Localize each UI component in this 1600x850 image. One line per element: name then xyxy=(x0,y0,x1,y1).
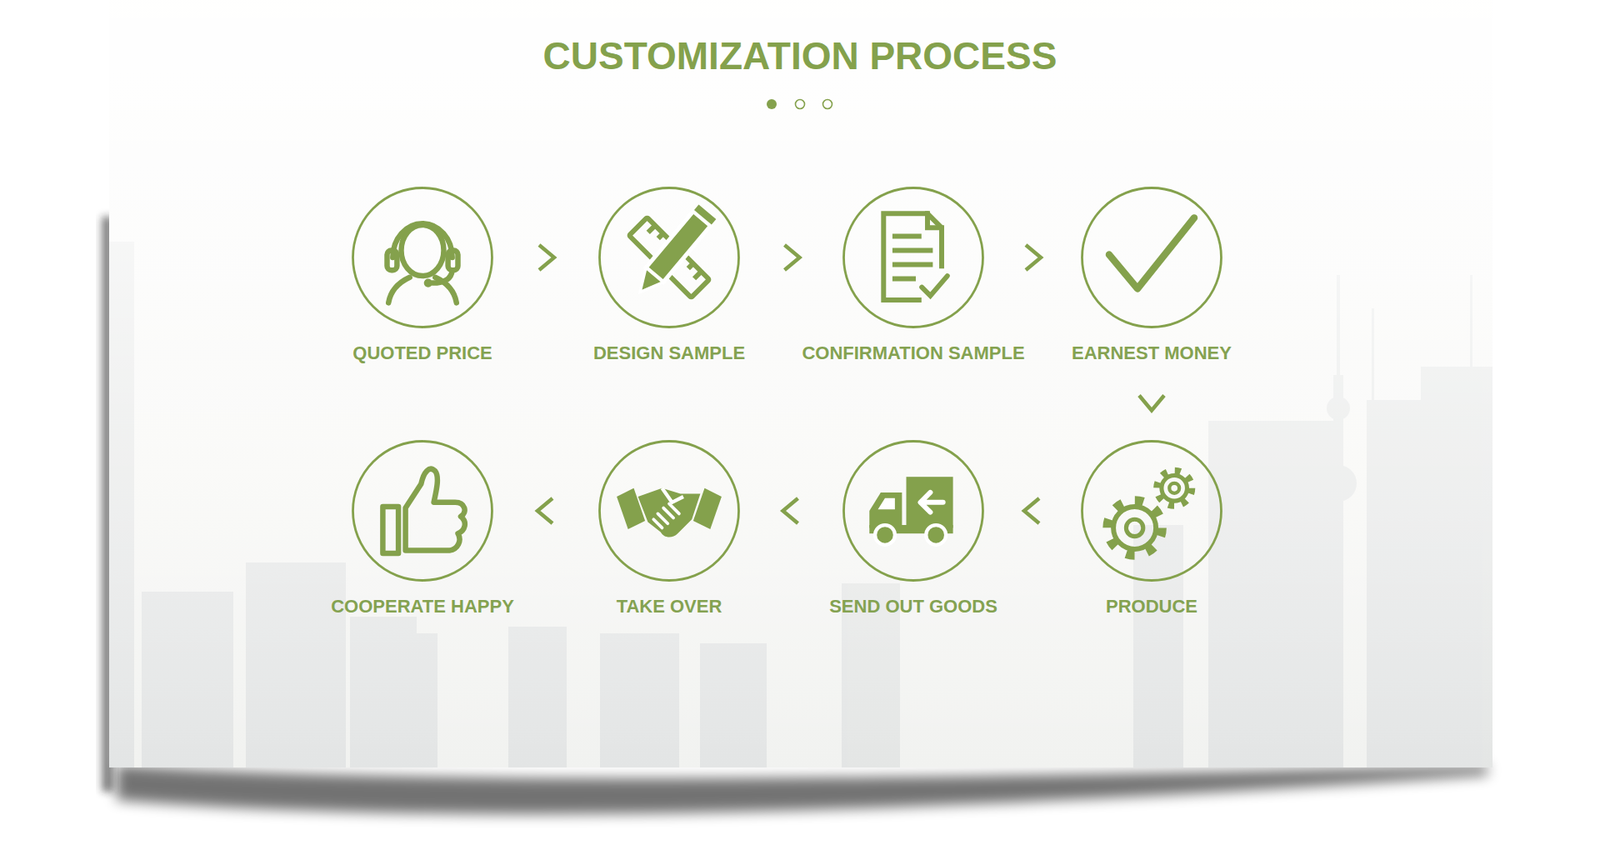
step-label: EARNEST MONEY xyxy=(1066,342,1237,365)
flow-arrow xyxy=(984,257,1081,259)
flow-arrow xyxy=(493,257,599,259)
pencil-ruler-icon xyxy=(598,186,740,329)
process-step: PRODUCE xyxy=(1075,440,1228,618)
circle-outline xyxy=(351,186,494,329)
flow-arrow xyxy=(740,510,843,512)
diagram-title: CUSTOMIZATION PROCESS xyxy=(0,34,1600,78)
truck-icon xyxy=(842,440,985,582)
process-step: COOPERATE HAPPY xyxy=(325,440,520,618)
flow-arrow xyxy=(1150,364,1152,440)
step-label: PRODUCE xyxy=(1075,595,1228,618)
circle-outline xyxy=(351,440,494,582)
circle-outline xyxy=(1080,186,1223,329)
circle-outline xyxy=(1080,440,1223,582)
circle-outline xyxy=(353,441,493,581)
sky-fade xyxy=(109,0,1493,768)
step-label: DESIGN SAMPLE xyxy=(588,342,750,365)
step-label: TAKE OVER xyxy=(593,595,745,618)
flow-arrow xyxy=(984,510,1081,512)
step-label: CONFIRMATION SAMPLE xyxy=(796,342,1030,365)
document-check-icon xyxy=(842,186,985,329)
step-circle xyxy=(1080,440,1223,582)
step-circle xyxy=(1080,186,1223,329)
flow-arrow xyxy=(493,510,599,512)
thumbs-up-icon xyxy=(351,440,494,582)
circle-outline xyxy=(1081,188,1221,328)
gears-icon xyxy=(1080,440,1223,582)
step-circle xyxy=(842,186,985,329)
circle-outline xyxy=(844,441,984,581)
process-step: QUOTED PRICE xyxy=(346,186,499,365)
process-step: SEND OUT GOODS xyxy=(824,440,1003,618)
circle-outline xyxy=(842,186,985,329)
paper-sheet xyxy=(109,0,1493,768)
process-step: CONFIRMATION SAMPLE xyxy=(796,186,1030,365)
circle-outline xyxy=(1082,441,1222,581)
headset-icon xyxy=(351,186,494,329)
circle-outline xyxy=(600,441,740,581)
step-circle xyxy=(598,440,740,582)
flow-arrow xyxy=(740,257,843,259)
pager-dots xyxy=(766,99,833,110)
process-step: DESIGN SAMPLE xyxy=(588,186,750,365)
step-circle xyxy=(842,440,985,582)
step-label: QUOTED PRICE xyxy=(346,342,499,365)
step-circle xyxy=(351,186,494,329)
circle-outline xyxy=(844,188,984,328)
checkmark-icon xyxy=(1080,186,1223,329)
step-circle xyxy=(598,186,740,329)
handshake-icon xyxy=(598,440,740,582)
step-circle xyxy=(351,440,494,582)
step-label: SEND OUT GOODS xyxy=(824,595,1003,618)
circle-outline xyxy=(599,188,739,328)
circle-outline xyxy=(353,188,493,328)
process-step: EARNEST MONEY xyxy=(1066,186,1237,365)
paper-shadow xyxy=(116,765,1488,815)
step-label: COOPERATE HAPPY xyxy=(325,595,520,618)
process-step: TAKE OVER xyxy=(593,440,745,618)
